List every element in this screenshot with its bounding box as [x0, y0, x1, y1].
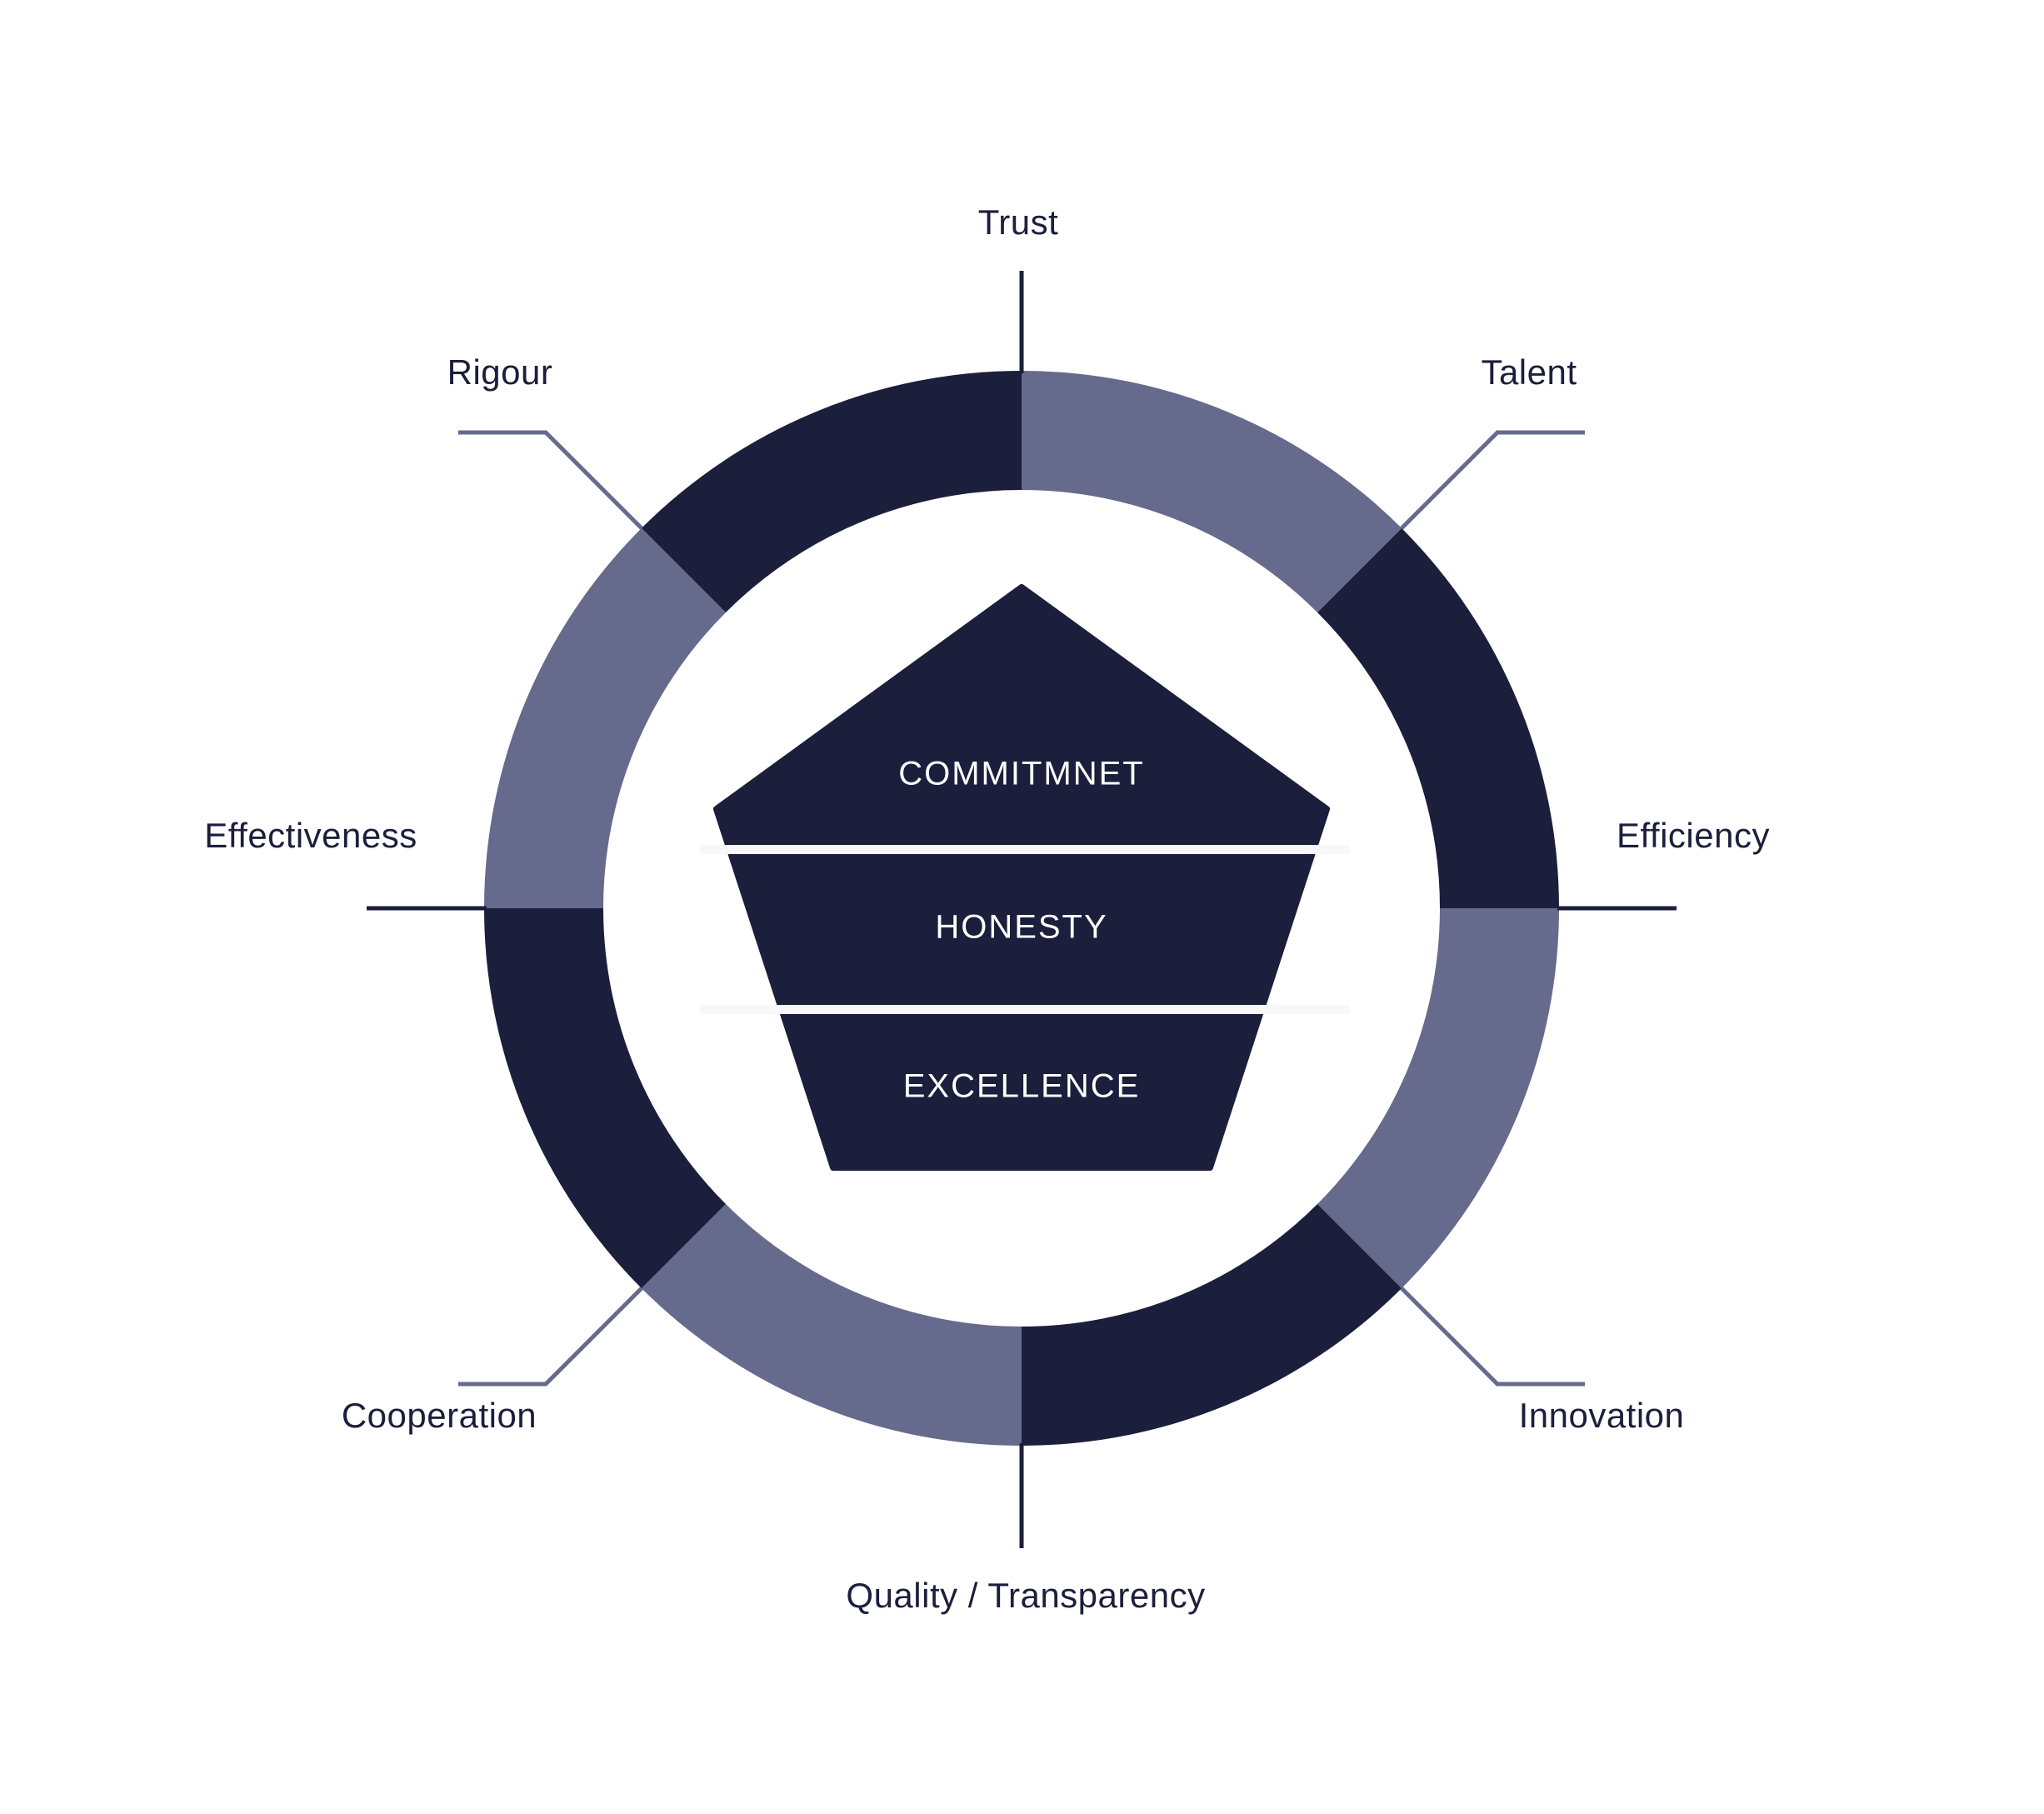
ring-segment-right-upper [1317, 527, 1559, 908]
cooperation-leader-line [458, 1287, 643, 1387]
leader-lines [367, 271, 1677, 1548]
ring-segment-left-lower [484, 908, 726, 1289]
label-cooperation: Cooperation [342, 1396, 537, 1435]
label-efficiency: Efficiency [1617, 816, 1770, 855]
ring-segment-bottom-left [641, 1204, 1022, 1446]
ring-label-group: Trust Talent Efficiency Innovation Quali… [204, 202, 1770, 1615]
label-talent: Talent [1481, 352, 1577, 392]
ring-segment-top-right-1 [1022, 371, 1402, 612]
pentagon-level-excellence: EXCELLENCE [903, 1068, 1141, 1105]
pentagon-divider-2 [700, 1005, 1350, 1014]
innovation-leader-line [1400, 1287, 1585, 1387]
values-pentagon: COMMITMNET HONESTY EXCELLENCE [700, 584, 1350, 1171]
ring-segment-bottom-right [1022, 1204, 1402, 1446]
label-innovation: Innovation [1519, 1396, 1685, 1435]
pentagon-level-honesty: HONESTY [935, 909, 1107, 946]
ring [484, 371, 1559, 1446]
pentagon-divider-1 [700, 845, 1350, 854]
label-effectiveness: Effectiveness [204, 816, 417, 855]
rigour-leader-line [458, 430, 643, 530]
talent-leader-line [1400, 430, 1585, 530]
ring-segment-left-upper [484, 527, 726, 908]
label-quality-transparency: Quality / Transparency [846, 1576, 1205, 1615]
label-trust: Trust [978, 202, 1059, 242]
ring-segment-right-lower [1317, 908, 1559, 1289]
label-rigour: Rigour [447, 352, 553, 392]
ring-segment-top-left [641, 371, 1022, 612]
pentagon-shape [713, 584, 1330, 1171]
pentagon-level-commitment: COMMITMNET [898, 756, 1145, 792]
